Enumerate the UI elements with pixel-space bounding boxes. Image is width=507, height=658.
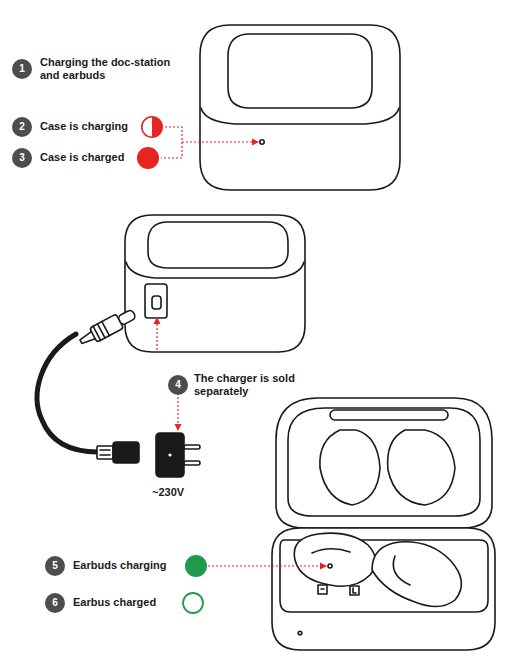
- callout-number: 3: [12, 148, 32, 168]
- half-filled-dot: [140, 115, 164, 139]
- legend-text: Case is charging: [40, 120, 128, 133]
- leader-arrowheads: [154, 139, 328, 570]
- legend-text: Case is charged: [40, 151, 124, 164]
- callout-number-text: 4: [175, 380, 181, 390]
- status-dot: [185, 555, 207, 577]
- case-port-view: [125, 215, 305, 352]
- callout-number: 2: [12, 117, 32, 137]
- callout-number-text: 1: [19, 64, 25, 74]
- hollow-dot: [181, 591, 205, 615]
- status-dot: [137, 147, 159, 169]
- callout-number-text: 3: [19, 153, 25, 163]
- case-open: [272, 398, 495, 650]
- callout-number-text: 6: [52, 598, 58, 608]
- legend-text: Earbuds charging: [73, 559, 167, 572]
- charger-adapter: [156, 433, 200, 477]
- callout-number-text: 2: [19, 122, 25, 132]
- callout-number: 6: [45, 593, 65, 613]
- case-closed: [200, 25, 400, 190]
- callout-number-text: 5: [52, 561, 58, 571]
- callout-number: 5: [45, 556, 65, 576]
- callout-number: 4: [168, 375, 188, 395]
- voltage-label: ~230V: [152, 486, 212, 499]
- leader-lines: [157, 127, 322, 566]
- heading-label: Charging the doc-station and earbuds: [40, 56, 190, 82]
- note-label: The charger is sold separately: [194, 372, 306, 398]
- callout-number: 1: [12, 59, 32, 79]
- legend-text: Earbus charged: [73, 596, 156, 609]
- usb-cable: [37, 306, 139, 463]
